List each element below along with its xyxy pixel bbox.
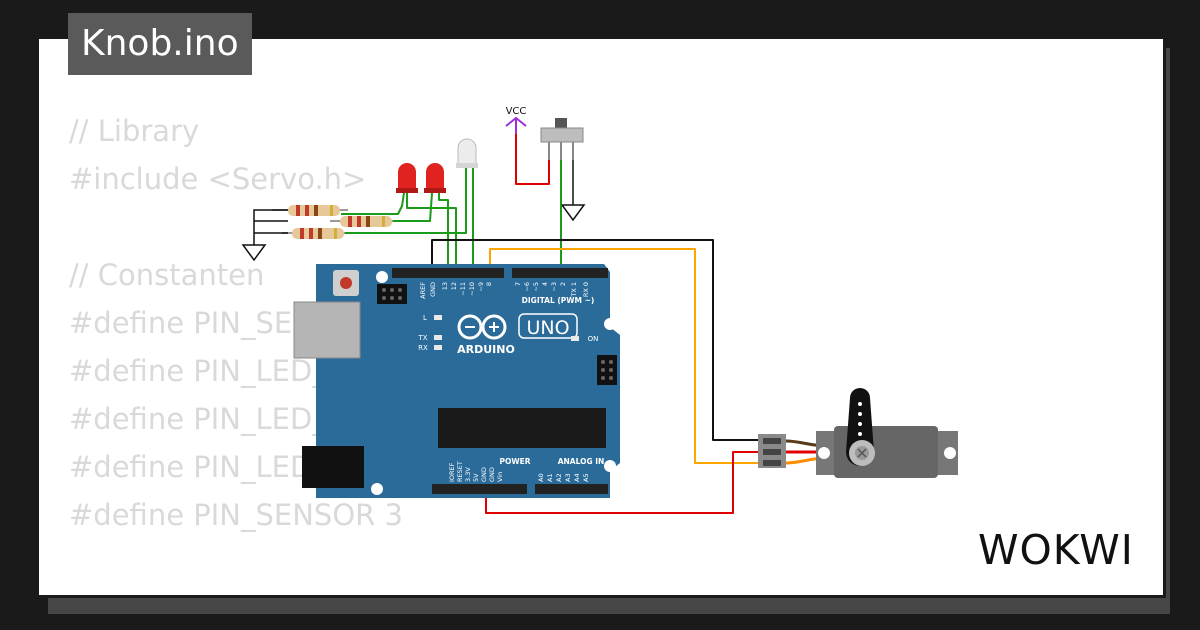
pin-label: ~3 (550, 282, 558, 292)
code-line: // Library (69, 114, 200, 148)
pin-label: ~5 (532, 282, 540, 292)
analog-header (535, 484, 608, 494)
pin-label: A3 (564, 473, 572, 482)
pin-label: IOREF (448, 462, 456, 482)
code-line: #define PIN_SENSOR 3 (69, 498, 403, 532)
pin-label: ~9 (477, 282, 485, 292)
pin-label: GND (488, 467, 496, 482)
pin-label: A4 (573, 473, 581, 482)
led-on-indicator (571, 336, 579, 341)
pin-label: 12 (450, 282, 458, 290)
pin-label: 7 (514, 282, 522, 286)
wokwi-logo-icon: WOKWI (978, 526, 1134, 574)
led-l-label: L (423, 314, 427, 322)
pin-label: 13 (441, 282, 449, 290)
logo-text: WOKWI (978, 526, 1134, 574)
led-red-2[interactable] (424, 163, 446, 193)
pin-label: GND (480, 467, 488, 482)
pin-label: RX 0 (582, 282, 590, 297)
digital-header-low (512, 268, 608, 278)
pin-label: ~11 (459, 282, 467, 296)
pin-label: ~6 (523, 282, 531, 292)
ground-symbol-left (241, 209, 288, 262)
pin-label: Vin (496, 472, 504, 482)
digital-header-label: DIGITAL (PWM ~) (522, 296, 595, 305)
led-red-1[interactable] (396, 163, 418, 193)
servo-motor[interactable] (758, 388, 958, 478)
arduino-uno-board[interactable]: UNO ARDUINO L TX RX ON DIGITAL (PWM ~) P… (293, 264, 620, 498)
resistor-2[interactable] (330, 216, 400, 227)
icsp-header-top (377, 284, 407, 304)
vcc-symbol: VCC (505, 106, 527, 134)
vcc-label: VCC (506, 106, 527, 117)
power-header-label: POWER (499, 457, 530, 466)
pin-label: 5V (472, 473, 480, 482)
analog-header-label: ANALOG IN (558, 457, 605, 466)
pin-label: A5 (582, 473, 590, 482)
led-on-label: ON (588, 335, 599, 343)
pin-label: ~10 (468, 282, 476, 296)
code-line: // Constanten (69, 258, 265, 292)
power-jack (302, 446, 364, 488)
led-white[interactable] (456, 138, 478, 168)
atmega-chip (438, 408, 606, 448)
usb-port (293, 301, 361, 359)
project-title[interactable]: Knob.ino (68, 13, 252, 75)
code-line: // Servo (69, 587, 423, 595)
led-rx-indicator (434, 345, 442, 350)
board-brand: ARDUINO (457, 343, 515, 356)
resistor-3[interactable] (282, 228, 352, 239)
pin-label: A1 (546, 473, 554, 482)
code-background: // Library #include <Servo.h> // Constante… (69, 107, 423, 595)
wokwi-logo[interactable]: WOKWI (978, 524, 1150, 584)
arduino-logo-icon (457, 314, 507, 340)
led-tx-indicator (434, 335, 442, 340)
board-model: UNO (526, 317, 569, 339)
pin-label: A2 (555, 473, 563, 482)
ground-symbol-switch (560, 160, 586, 222)
pin-label: 2 (559, 282, 567, 286)
pin-label: TX 1 (570, 282, 578, 298)
pin-label: A0 (537, 473, 545, 482)
code-line: #include <Servo.h> (69, 162, 367, 196)
led-rx-label: RX (418, 344, 428, 352)
slide-switch[interactable] (540, 118, 584, 160)
power-header (432, 484, 527, 494)
digital-header-high (392, 268, 504, 278)
led-tx-label: TX (417, 334, 427, 342)
pin-label: 8 (485, 282, 493, 286)
wires (341, 134, 760, 514)
pin-label: GND (429, 282, 437, 297)
pin-label: RESET (456, 461, 464, 482)
pin-label: 3.3V (464, 467, 472, 482)
pin-label: 4 (541, 282, 549, 286)
pin-label: AREF (419, 282, 427, 299)
led-l-indicator (434, 315, 442, 320)
icsp-header-right (597, 355, 617, 385)
